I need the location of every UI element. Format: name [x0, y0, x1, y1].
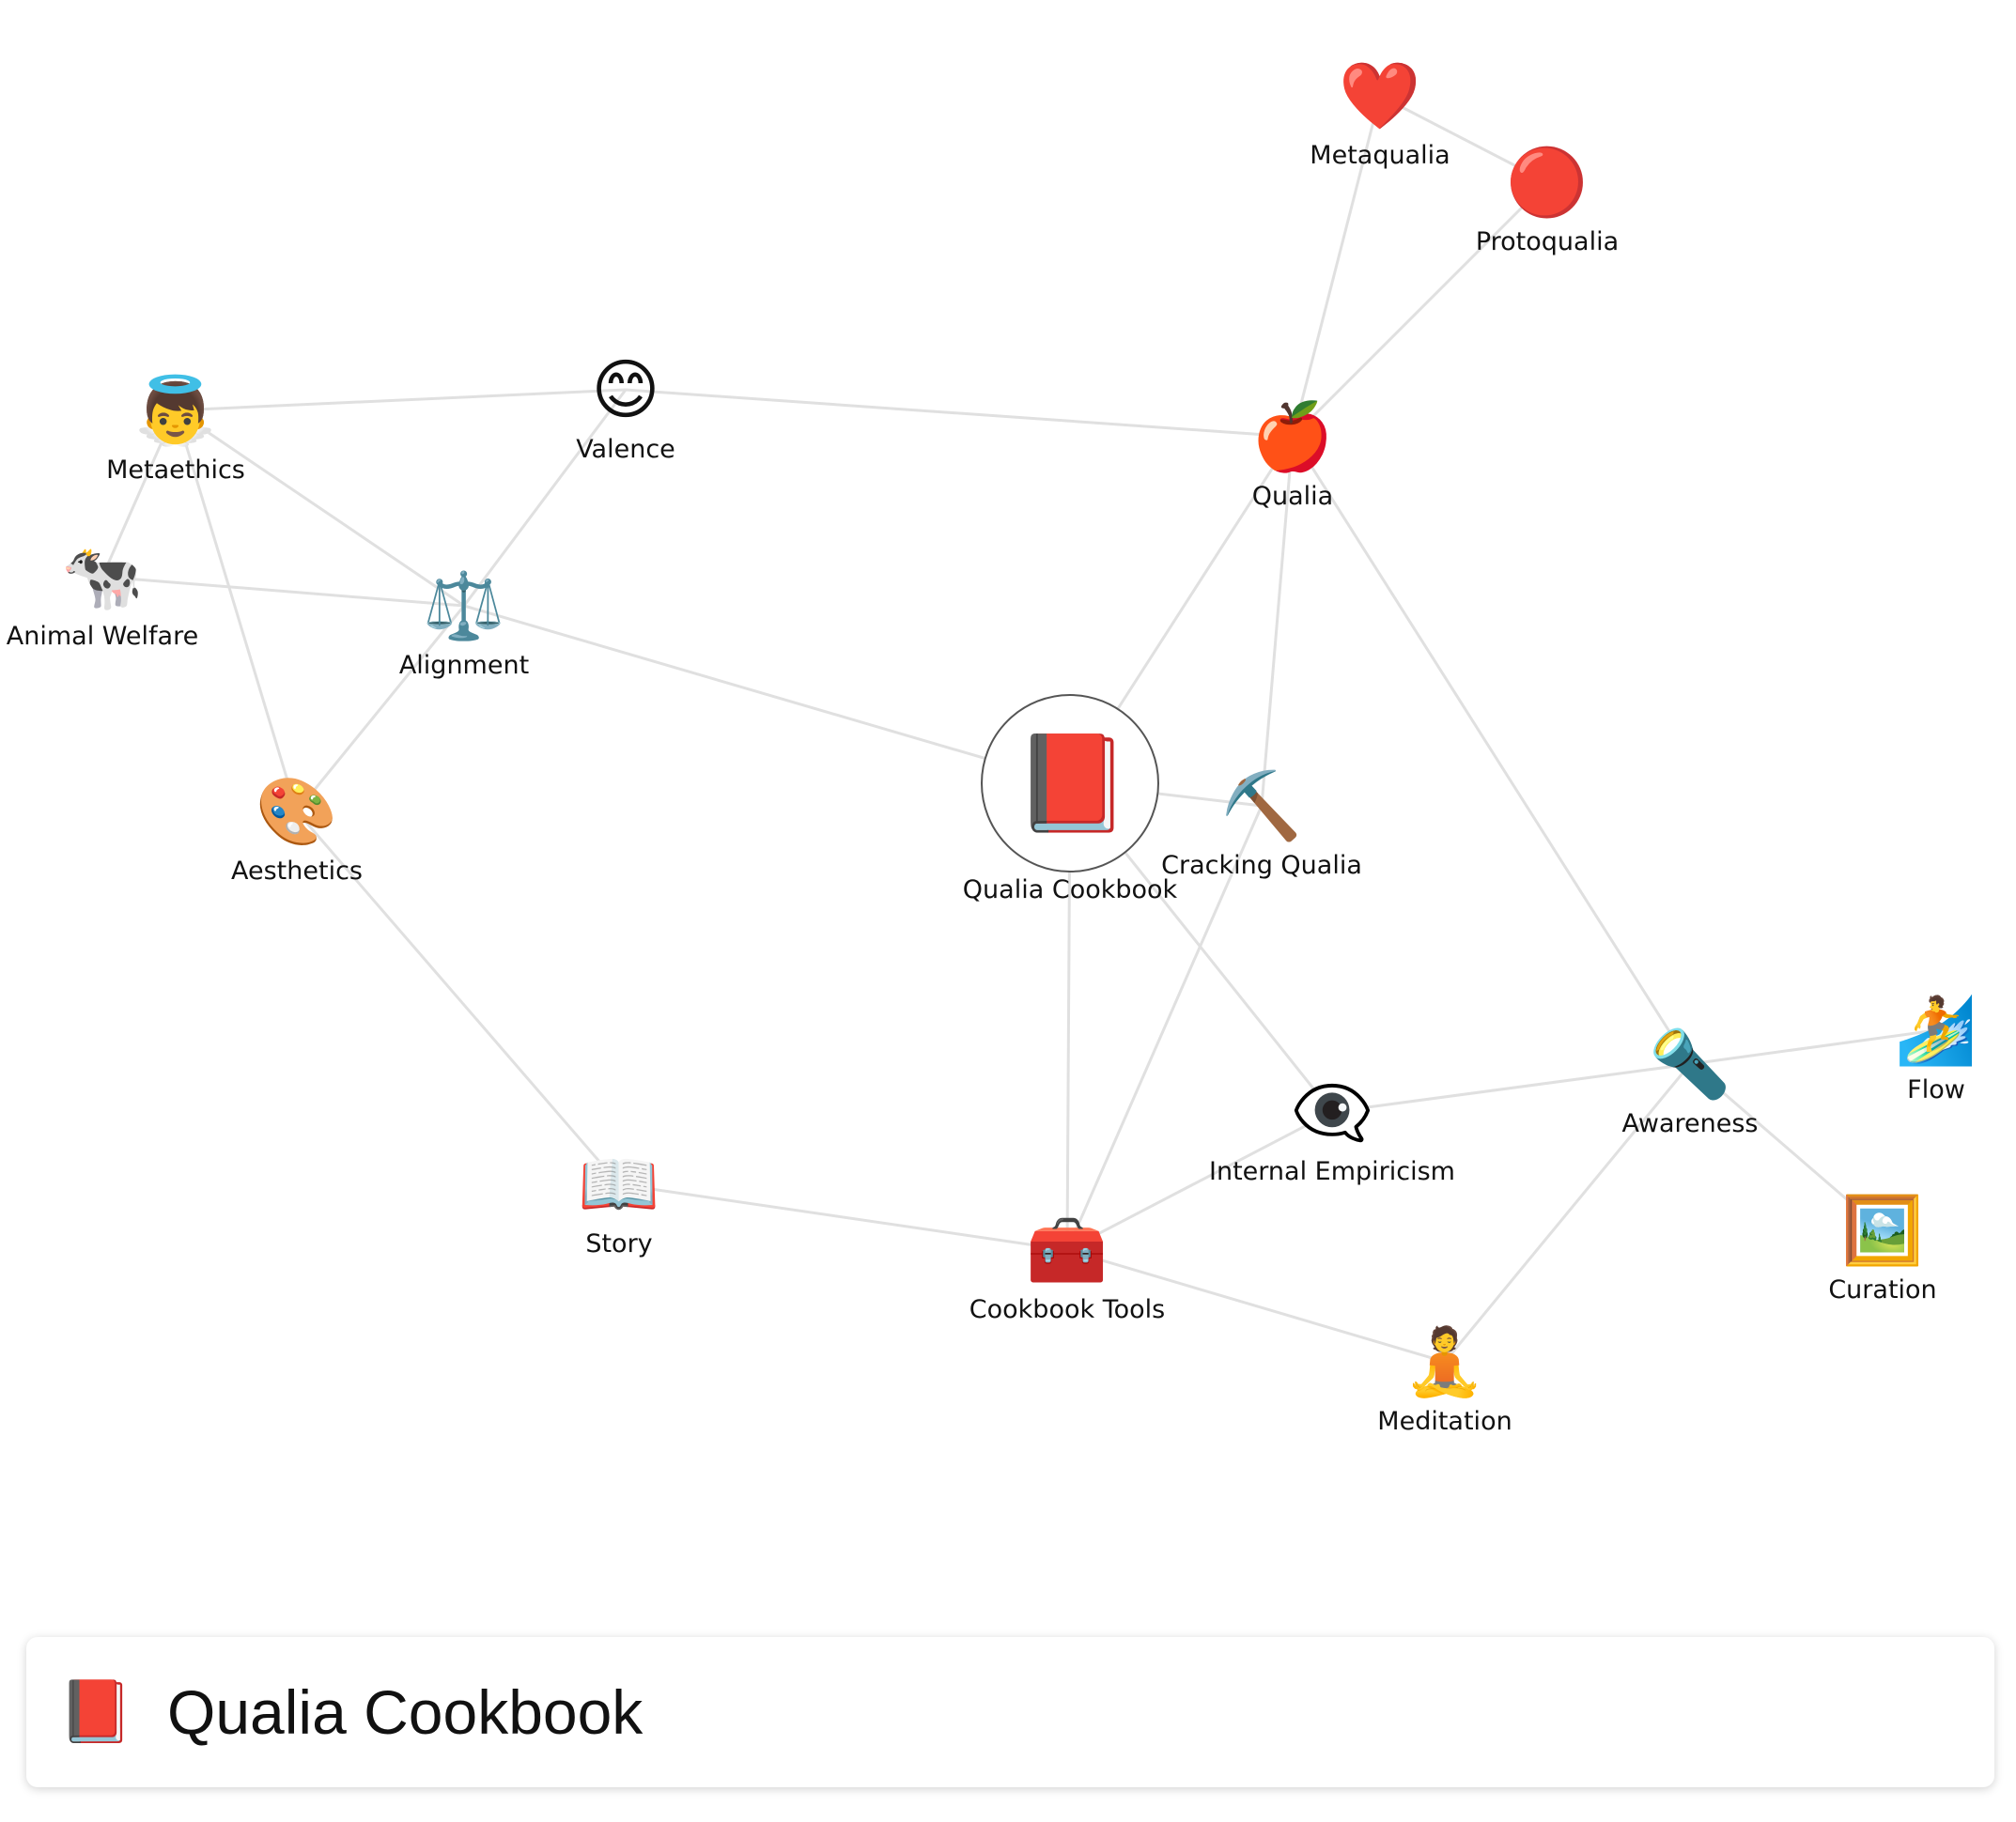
node-aesthetics[interactable]: 🎨 Aesthetics	[156, 769, 438, 888]
red-book-icon: 📕	[58, 1677, 133, 1747]
edge-cookbook-tools-meditation	[1066, 1248, 1446, 1364]
selected-node-info-card: 📕 Qualia Cookbook	[26, 1637, 1994, 1787]
edge-valence-alignment	[462, 389, 628, 607]
pickaxe-icon: ⛏️	[1220, 767, 1303, 844]
smiling-face-icon: 😊	[591, 351, 660, 428]
node-metaqualia[interactable]: ❤️ Metaqualia	[1239, 54, 1521, 172]
edge-metaethics-valence	[175, 388, 627, 412]
node-label: Cracking Qualia	[1161, 851, 1362, 880]
node-label: Animal Welfare	[6, 622, 199, 651]
node-protoqualia[interactable]: 🔴 Protoqualia	[1406, 140, 1688, 258]
edge-story-cookbook-tools	[618, 1182, 1068, 1252]
edge-awareness-flow	[1689, 1028, 1937, 1066]
node-label: Metaqualia	[1310, 141, 1450, 170]
node-qualia-cookbook[interactable]: 📕 Qualia Cookbook	[929, 694, 1211, 906]
node-label: Meditation	[1377, 1407, 1512, 1436]
node-label: Internal Empiricism	[1209, 1157, 1455, 1186]
node-label: Curation	[1828, 1275, 1937, 1305]
edge-internal-empiricism-awareness	[1331, 1062, 1691, 1114]
open-book-icon: 📖	[578, 1146, 660, 1223]
info-card-title: Qualia Cookbook	[167, 1677, 644, 1747]
angel-icon: 👼	[134, 372, 217, 449]
node-alignment[interactable]: ⚖️ Alignment	[323, 564, 605, 682]
edge-qualia-cracking-qualia	[1260, 436, 1295, 807]
red-book-icon: 📕	[1014, 728, 1131, 838]
edge-valence-qualia	[625, 388, 1294, 439]
node-awareness[interactable]: 🔦 Awareness	[1549, 1022, 1831, 1140]
node-flow[interactable]: 🏄 Flow	[1795, 988, 2016, 1106]
edge-alignment-aesthetics	[295, 605, 466, 812]
node-label: Valence	[576, 435, 675, 464]
node-label: Qualia	[1251, 482, 1334, 511]
node-label: Metaethics	[106, 456, 245, 485]
red-heart-icon: ❤️	[1339, 57, 1421, 134]
edge-protoqualia-qualia	[1291, 180, 1549, 439]
edge-metaethics-aesthetics	[174, 409, 299, 812]
node-label: Flow	[1907, 1075, 1965, 1104]
edge-aesthetics-story	[295, 811, 621, 1185]
node-label: Story	[585, 1229, 653, 1258]
node-animal-welfare[interactable]: 🐄 Animal Welfare	[0, 534, 243, 653]
knowledge-graph[interactable]: ❤️ Metaqualia 🔴 Protoqualia 🍎 Qualia 😊 V…	[0, 0, 2016, 1615]
node-label: Alignment	[398, 651, 530, 680]
edge-metaethics-alignment	[175, 409, 465, 608]
edge-metaqualia-qualia	[1291, 95, 1382, 438]
edge-animal-welfare-alignment	[101, 575, 465, 608]
person-meditating-icon: 🧘	[1403, 1323, 1486, 1400]
edge-qualia-awareness	[1291, 436, 1692, 1065]
edge-awareness-curation	[1689, 1062, 1884, 1232]
edge-awareness-meditation	[1443, 1063, 1692, 1363]
selected-node-ring: 📕	[981, 694, 1159, 872]
flashlight-icon: 🔦	[1649, 1026, 1731, 1103]
node-metaethics[interactable]: 👼 Metaethics	[35, 368, 317, 486]
graph-edges	[101, 94, 1937, 1364]
cow-icon: 🐄	[61, 538, 144, 615]
edge-alignment-qualia-cookbook	[463, 604, 1071, 785]
balance-scale-icon: ⚖️	[423, 567, 505, 644]
node-label: Qualia Cookbook	[962, 875, 1178, 904]
edge-internal-empiricism-cookbook-tools	[1066, 1110, 1333, 1252]
node-label: Awareness	[1621, 1109, 1759, 1138]
node-meditation[interactable]: 🧘 Meditation	[1304, 1320, 1586, 1438]
node-label: Protoqualia	[1475, 227, 1620, 256]
edge-metaqualia-protoqualia	[1379, 94, 1548, 184]
node-qualia[interactable]: 🍎 Qualia	[1152, 394, 1434, 513]
surfer-icon: 🏄	[1895, 992, 1977, 1069]
node-valence[interactable]: 😊 Valence	[485, 347, 767, 466]
framed-picture-icon: 🖼️	[1841, 1192, 1924, 1269]
edge-cracking-qualia-cookbook-tools	[1065, 805, 1264, 1251]
toolbox-icon: 🧰	[1026, 1212, 1109, 1289]
node-cookbook-tools[interactable]: 🧰 Cookbook Tools	[926, 1208, 1208, 1326]
artist-palette-icon: 🎨	[256, 773, 338, 850]
node-label: Aesthetics	[231, 857, 363, 886]
node-story[interactable]: 📖 Story	[478, 1142, 760, 1260]
eye-in-speech-bubble-icon: 👁️‍🗨️	[1291, 1073, 1373, 1150]
node-internal-empiricism[interactable]: 👁️‍🗨️ Internal Empiricism	[1191, 1070, 1473, 1188]
node-label: Cookbook Tools	[969, 1295, 1166, 1324]
red-circle-icon: 🔴	[1506, 144, 1589, 221]
node-cracking-qualia[interactable]: ⛏️ Cracking Qualia	[1121, 764, 1403, 882]
node-curation[interactable]: 🖼️ Curation	[1742, 1188, 2016, 1306]
red-apple-icon: 🍎	[1251, 398, 1334, 475]
edge-metaethics-animal-welfare	[101, 409, 178, 578]
